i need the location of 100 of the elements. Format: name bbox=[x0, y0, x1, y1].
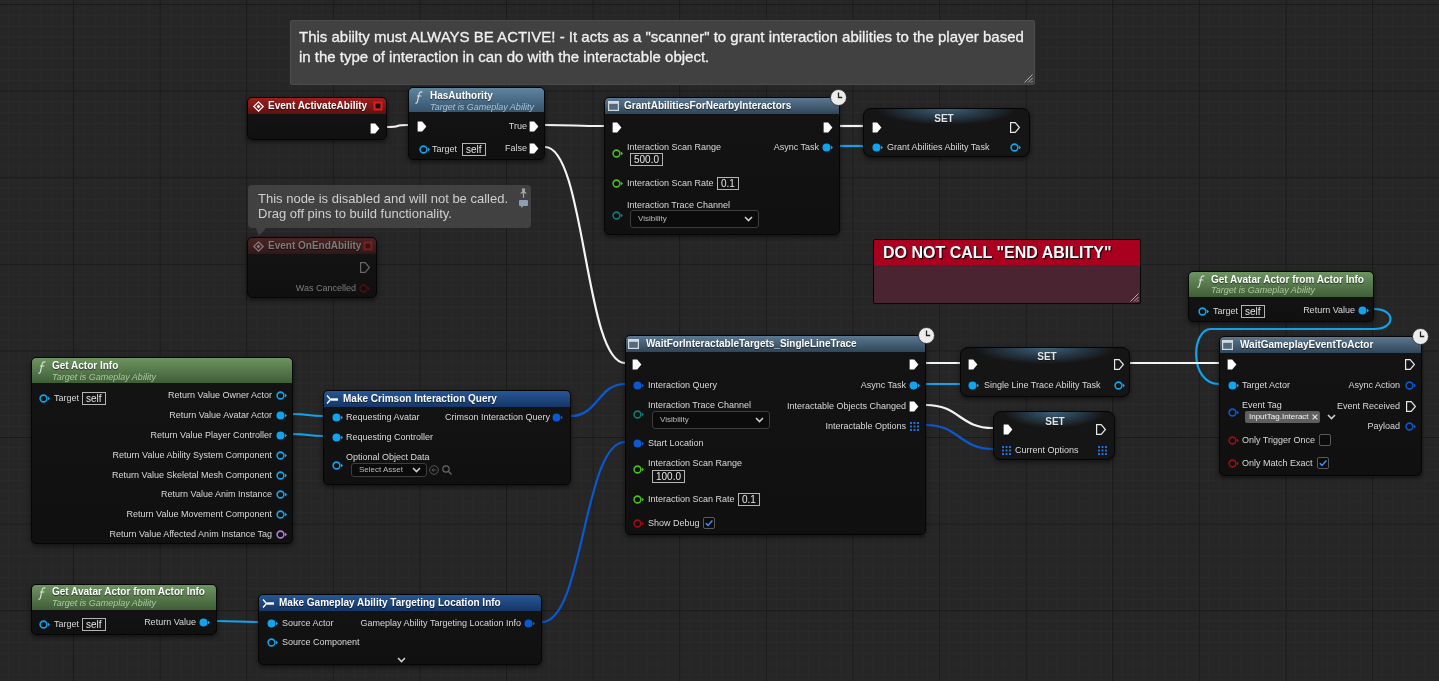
pin-label: Interaction Scan Range bbox=[627, 141, 722, 153]
pin-label: Crimson Interaction Query bbox=[444, 411, 550, 423]
comment-box bbox=[290, 20, 1035, 85]
variable-set-node bbox=[993, 411, 1115, 460]
pin-label: Event Tag bbox=[1242, 399, 1282, 411]
data-wire bbox=[293, 432, 323, 438]
node-title: WaitForInteractableTargets_SingleLineTrace bbox=[646, 338, 857, 350]
data-wire bbox=[293, 412, 323, 418]
pin-label: Requesting Controller bbox=[346, 431, 434, 443]
pin-label: Async Task bbox=[860, 379, 906, 391]
pin-label: Return Value bbox=[1303, 304, 1355, 316]
event-node bbox=[247, 237, 377, 298]
node-title: SET bbox=[1045, 416, 1065, 428]
pin-label: Target bbox=[432, 143, 457, 155]
node-subtitle: Target is Gameplay Ability bbox=[1211, 284, 1315, 296]
pin-label: Payload bbox=[1367, 420, 1400, 432]
value-field: self bbox=[82, 617, 106, 631]
comment-text: This abiilty must ALWAYS BE ACTIVE! - It acts as a "scanner" to grant interaction abilities to the player based in the type of interaction in can do with the interactable object. bbox=[299, 27, 1025, 67]
data-wire bbox=[570, 382, 626, 418]
pin-label: Interactable Objects Changed bbox=[786, 400, 906, 412]
pin-label: Gameplay Ability Targeting Location Info bbox=[360, 617, 521, 629]
note-text: This node is disabled and will not be called. Drag off pins to build functionality. bbox=[258, 191, 510, 221]
async-task-node bbox=[1219, 336, 1422, 476]
node-title: Get Avatar Actor from Actor Info bbox=[52, 586, 205, 598]
disabled-note-bubble bbox=[248, 185, 531, 228]
pin-label: Interaction Query bbox=[648, 379, 718, 391]
node-title: Get Avatar Actor from Actor Info bbox=[1211, 274, 1364, 286]
pin-label: Return Value Owner Actor bbox=[168, 389, 272, 401]
data-wire bbox=[217, 619, 258, 624]
pin-label: Interactable Options bbox=[825, 420, 906, 432]
pin-label: Return Value bbox=[144, 616, 196, 628]
pin-label: Grant Abilities Ability Task bbox=[887, 141, 990, 153]
tag-chip: InputTag.Interact bbox=[1245, 411, 1320, 423]
node-title: GrantAbilitiesForNearbyInteractors bbox=[624, 100, 792, 112]
pin-label: Return Value Anim Instance bbox=[161, 488, 272, 500]
function-node bbox=[31, 357, 293, 544]
value-field: self bbox=[1241, 304, 1265, 318]
node-title: Event OnEndAbility bbox=[268, 240, 362, 252]
pin-label: Event Received bbox=[1336, 400, 1400, 412]
pin-label: Target bbox=[54, 392, 79, 404]
pin-label: Show Debug bbox=[648, 517, 700, 529]
function-node bbox=[408, 87, 545, 160]
pin-label: Async Task bbox=[773, 141, 819, 153]
comment-box bbox=[873, 239, 1141, 304]
event-node bbox=[247, 97, 387, 140]
pin-label: Target bbox=[54, 618, 79, 630]
node-title: SET bbox=[934, 113, 954, 125]
pin-label: Current Options bbox=[1015, 444, 1079, 456]
variable-set-node bbox=[960, 347, 1130, 397]
data-wire bbox=[925, 423, 994, 451]
variable-set-node bbox=[863, 108, 1030, 157]
exec-wire bbox=[926, 361, 960, 365]
pin-label: Only Trigger Once bbox=[1242, 434, 1316, 446]
pin-label: Start Location bbox=[648, 437, 704, 449]
function-node bbox=[1188, 271, 1374, 322]
node-subtitle: Target is Gameplay Ability bbox=[52, 371, 156, 383]
pin-label: Return Value Skeletal Mesh Component bbox=[112, 469, 272, 481]
node-subtitle: Target is Gameplay Ability bbox=[52, 597, 156, 609]
data-wire bbox=[840, 144, 863, 148]
pin-label: Interaction Trace Channel bbox=[627, 199, 731, 211]
node-title: Event ActivateAbility bbox=[268, 100, 368, 112]
pin-label: Interaction Scan Rate bbox=[648, 493, 735, 505]
node-title: Make Crimson Interaction Query bbox=[343, 393, 497, 405]
pin-label: Source Component bbox=[282, 636, 360, 648]
pin-label: Interaction Scan Rate bbox=[627, 177, 714, 189]
pin-label: Interaction Trace Channel bbox=[648, 399, 752, 411]
pin-label: Source Actor bbox=[282, 617, 334, 629]
exec-wire bbox=[545, 123, 604, 128]
node-title: Get Actor Info bbox=[52, 360, 119, 372]
async-task-node bbox=[625, 335, 926, 535]
value-field: self bbox=[462, 142, 486, 156]
pin-label: Requesting Avatar bbox=[346, 411, 420, 423]
exec-wire bbox=[840, 124, 863, 128]
node-subtitle: Target is Gameplay Ability bbox=[430, 101, 534, 113]
pin-label: False bbox=[505, 142, 527, 154]
async-task-node bbox=[604, 97, 840, 235]
pin-label: Return Value Player Controller bbox=[150, 429, 272, 441]
pin-label: Target Actor bbox=[1242, 379, 1291, 391]
exec-wire bbox=[925, 403, 994, 430]
pin-label: Only Match Exact bbox=[1242, 457, 1313, 469]
node-title: HasAuthority bbox=[430, 90, 493, 102]
exec-wire bbox=[544, 146, 626, 364]
value-field: 100.0 bbox=[652, 469, 686, 483]
node-title: WaitGameplayEventToActor bbox=[1240, 339, 1374, 351]
data-wire bbox=[541, 440, 626, 624]
value-field: 0.1 bbox=[717, 176, 739, 190]
dropdown-field: Visibility bbox=[652, 411, 770, 429]
exec-wire bbox=[387, 123, 408, 129]
make-struct-node bbox=[258, 594, 542, 665]
function-node bbox=[31, 584, 217, 635]
pin-label: Target bbox=[1213, 305, 1238, 317]
make-struct-node bbox=[323, 390, 571, 485]
pin-label: Single Line Trace Ability Task bbox=[984, 379, 1101, 391]
pin-label: Return Value Avatar Actor bbox=[169, 409, 272, 421]
node-title: SET bbox=[1037, 351, 1057, 363]
dropdown-field: Visibility bbox=[630, 210, 759, 228]
value-field: self bbox=[82, 391, 106, 405]
pin-label: Async Action bbox=[1348, 379, 1400, 391]
data-wire bbox=[926, 382, 960, 386]
node-title: Make Gameplay Ability Targeting Location Info bbox=[279, 597, 501, 609]
